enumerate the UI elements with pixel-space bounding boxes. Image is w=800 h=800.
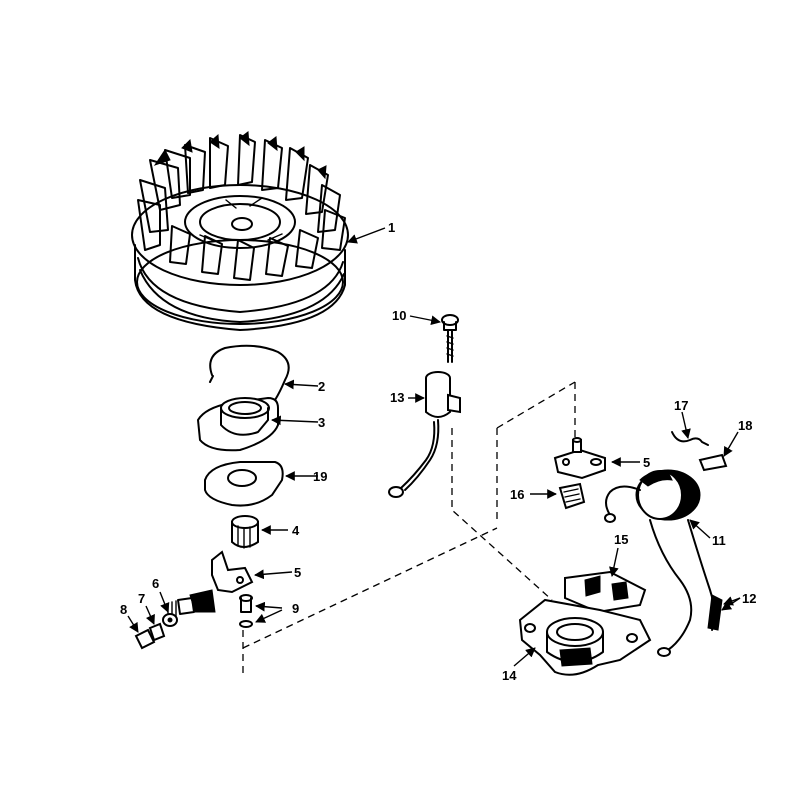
label-part-16: 16 [510,487,524,502]
label-part-6: 6 [152,576,159,591]
plate-with-bushing-part [196,396,319,452]
assembly-guide-lines [242,381,576,676]
small-tab-part [698,431,739,472]
label-part-19: 19 [313,469,327,484]
part-number-labels: 1 2 3 19 4 5 6 7 8 9 10 13 5 16 17 18 11… [120,220,756,683]
label-part-13: 13 [390,390,404,405]
label-part-7: 7 [138,591,145,606]
label-part-1: 1 [388,220,395,235]
terminal-screw-part [409,314,459,363]
bushing-part [231,515,288,549]
label-part-4: 4 [292,523,300,538]
wire-clip-part [671,411,709,446]
terminal-block-part [530,482,586,510]
label-part-18: 18 [738,418,752,433]
label-part-5-right: 5 [643,455,650,470]
breaker-box-part [564,547,647,614]
lockwasher-part-7 [148,622,166,642]
breaker-base-part [513,598,652,676]
label-part-9: 9 [292,601,299,616]
label-part-15: 15 [614,532,628,547]
label-part-3: 3 [318,415,325,430]
label-part-14: 14 [502,668,517,683]
screw-washer-part [239,594,283,628]
washer-nut-hardware [127,591,178,650]
label-part-12: 12 [742,591,756,606]
flywheel-part [131,131,386,331]
nut-part-8 [134,628,156,650]
breaker-arm-part [167,550,293,619]
label-part-5-left: 5 [294,565,301,580]
label-part-17: 17 [674,398,688,413]
breaker-bracket-part [553,437,640,480]
label-part-2: 2 [318,379,325,394]
ignition-coil-part [604,469,711,539]
lead-wire-part [649,519,741,657]
plate-part [204,461,318,507]
condenser-part [388,371,461,498]
label-part-8: 8 [120,602,127,617]
label-part-10: 10 [392,308,406,323]
label-part-11: 11 [712,533,726,548]
spring-clip-part [209,344,319,401]
